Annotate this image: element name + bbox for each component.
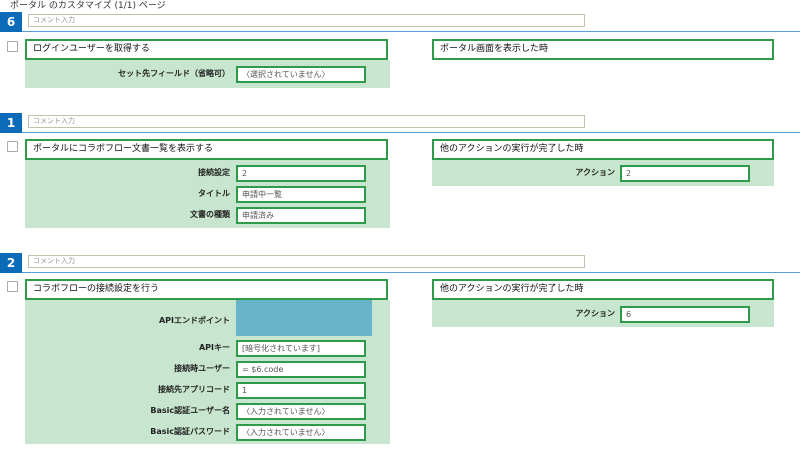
field-label: 接続先アプリコード xyxy=(158,385,230,394)
action-box[interactable]: ポータルにコラボフロー文書一覧を表示する xyxy=(25,139,388,160)
trigger-box[interactable]: 他のアクションの実行が完了した時 xyxy=(432,279,774,300)
field-value[interactable]: [暗号化されています] xyxy=(236,340,366,357)
field-value[interactable]: 2 xyxy=(236,165,366,182)
step-checkbox[interactable] xyxy=(7,281,18,292)
field-value[interactable]: 6 xyxy=(620,306,750,323)
field-value[interactable]: 1 xyxy=(236,382,366,399)
step-number: 1 xyxy=(0,113,22,133)
action-box[interactable]: コラボフローの接続設定を行う xyxy=(25,279,388,300)
field-value[interactable]: 2 xyxy=(620,165,750,182)
step-divider xyxy=(22,31,800,32)
page-title: ポータル のカスタマイズ (1/1) ページ xyxy=(10,1,166,11)
step-header-1: 1 コメント入力 xyxy=(0,113,800,133)
step-checkbox[interactable] xyxy=(7,141,18,152)
comment-input[interactable]: コメント入力 xyxy=(28,14,585,27)
field-label: Basic認証ユーザー名 xyxy=(150,406,230,415)
field-label: 文書の種類 xyxy=(190,210,230,219)
step-header-2: 2 コメント入力 xyxy=(0,253,800,273)
field-label: セット先フィールド（省略可） xyxy=(118,69,230,78)
step-divider xyxy=(22,132,800,133)
field-value[interactable]: 〈入力されていません〉 xyxy=(236,403,366,420)
field-value[interactable]: 申請中一覧 xyxy=(236,186,366,203)
step-checkbox[interactable] xyxy=(7,41,18,52)
field-label: 接続設定 xyxy=(198,168,230,177)
field-value[interactable]: 〈選択されていません〉 xyxy=(236,66,366,83)
field-value[interactable]: = $6.code xyxy=(236,361,366,378)
field-value[interactable]: 申請済み xyxy=(236,207,366,224)
comment-input[interactable]: コメント入力 xyxy=(28,115,585,128)
action-box[interactable]: ログインユーザーを取得する xyxy=(25,39,388,60)
field-label: APIエンドポイント xyxy=(158,316,230,325)
field-label: 接続時ユーザー xyxy=(174,364,230,373)
step-number: 6 xyxy=(0,12,22,32)
trigger-box[interactable]: 他のアクションの実行が完了した時 xyxy=(432,139,774,160)
step-number: 2 xyxy=(0,253,22,273)
field-label: タイトル xyxy=(198,189,230,198)
step-divider xyxy=(22,272,800,273)
field-label: Basic認証パスワード xyxy=(150,427,230,436)
api-endpoint-field[interactable] xyxy=(236,300,372,336)
field-label: アクション xyxy=(575,309,615,318)
step-header-6: 6 コメント入力 xyxy=(0,12,800,32)
field-label: APIキー xyxy=(198,343,230,352)
field-value[interactable]: 〈入力されていません〉 xyxy=(236,424,366,441)
comment-input[interactable]: コメント入力 xyxy=(28,255,585,268)
field-label: アクション xyxy=(575,168,615,177)
trigger-box[interactable]: ポータル画面を表示した時 xyxy=(432,39,774,60)
